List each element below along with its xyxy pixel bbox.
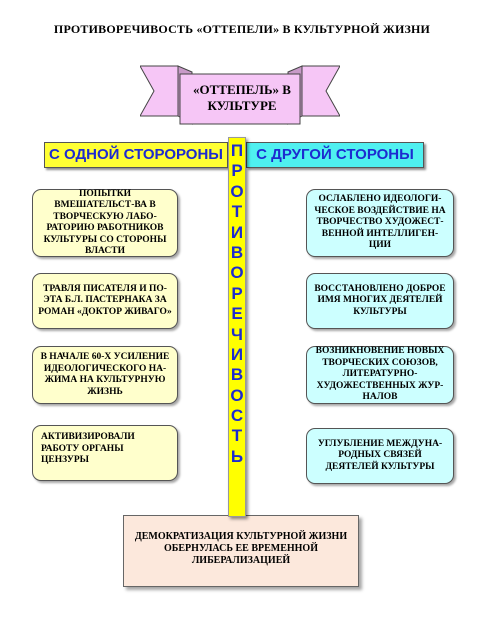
vertical-letter: С xyxy=(230,406,244,426)
vertical-letter: В xyxy=(230,242,244,262)
left-side-header: С ОДНОЙ СТОРОРОНЫ xyxy=(44,142,228,168)
vertical-letter: Т xyxy=(231,426,243,446)
vertical-letter: И xyxy=(230,344,244,364)
vertical-letter: И xyxy=(230,222,244,242)
diagram-title: ПРОТИВОРЕЧИВОСТЬ «ОТТЕПЕЛИ» В КУЛЬТУРНОЙ… xyxy=(53,22,431,36)
vertical-letter: Р xyxy=(231,161,243,181)
left-item-text: ТРАВЛЯ ПИСАТЕЛЯ И ПО-ЭТА Б.Л. ПАСТЕРНАКА… xyxy=(38,283,172,317)
left-item-text: АКТИВИЗИРОВАЛИ РАБОТУ ОРГАНЫ ЦЕНЗУРЫ xyxy=(41,432,135,465)
right-item-text: ВОЗНИКНОВЕНИЕ НОВЫХ ТВОРЧЕСКИХ СОЮЗОВ, Л… xyxy=(315,346,445,403)
left-item-box: ПОПЫТКИ ВМЕШАТЕЛЬСТ-ВА В ТВОРЧЕСКУЮ ЛАБО… xyxy=(32,189,178,257)
right-item-box: ВОССТАНОВЛЕНО ДОБРОЕ ИМЯ МНОГИХ ДЕЯТЕЛЕЙ… xyxy=(306,273,454,329)
right-side-header: С ДРУГОЙ СТОРОНЫ xyxy=(246,142,424,168)
vertical-letter: Р xyxy=(231,283,243,303)
vertical-letter: Е xyxy=(231,304,243,324)
left-item-box: ТРАВЛЯ ПИСАТЕЛЯ И ПО-ЭТА Б.Л. ПАСТЕРНАКА… xyxy=(32,273,178,329)
right-item-text: ОСЛАБЛЕНО ИДЕОЛОГИ-ЧЕСКОЕ ВОЗДЕЙСТВИЕ НА… xyxy=(314,194,446,251)
conclusion-box: ДЕМОКРАТИЗАЦИЯ КУЛЬТУРНОЙ ЖИЗНИ ОБЕРНУЛА… xyxy=(123,515,359,587)
vertical-word-bar: П Р О Т И В О Р Е Ч И В О С Т Ь xyxy=(228,137,246,517)
banner-ribbon xyxy=(140,65,340,125)
right-item-box: ВОЗНИКНОВЕНИЕ НОВЫХ ТВОРЧЕСКИХ СОЮЗОВ, Л… xyxy=(306,346,454,404)
right-item-text: УГЛУБЛЕНИЕ МЕЖДУНА-РОДНЫХ СВЯЗЕЙ ДЕЯТЕЛЕ… xyxy=(317,438,443,472)
right-item-box: УГЛУБЛЕНИЕ МЕЖДУНА-РОДНЫХ СВЯЗЕЙ ДЕЯТЕЛЕ… xyxy=(306,428,454,484)
left-item-box: АКТИВИЗИРОВАЛИ РАБОТУ ОРГАНЫ ЦЕНЗУРЫ xyxy=(32,425,178,481)
vertical-letter: В xyxy=(230,365,244,385)
vertical-letter: О xyxy=(230,181,244,201)
vertical-letter: О xyxy=(230,385,244,405)
left-item-text: В НАЧАЛЕ 60-Х УСИЛЕНИЕ ИДЕОЛОГИЧЕСКОГО Н… xyxy=(40,352,170,397)
left-item-box: В НАЧАЛЕ 60-Х УСИЛЕНИЕ ИДЕОЛОГИЧЕСКОГО Н… xyxy=(32,346,178,404)
vertical-letter: О xyxy=(230,263,244,283)
right-item-text: ВОССТАНОВЛЕНО ДОБРОЕ ИМЯ МНОГИХ ДЕЯТЕЛЕЙ… xyxy=(314,283,446,317)
banner-text: «ОТТЕПЕЛЬ» В КУЛЬТУРЕ xyxy=(193,82,291,113)
vertical-letter: Ч xyxy=(231,324,243,344)
right-item-box: ОСЛАБЛЕНО ИДЕОЛОГИ-ЧЕСКОЕ ВОЗДЕЙСТВИЕ НА… xyxy=(306,189,454,257)
vertical-letter: Ь xyxy=(230,446,244,466)
conclusion-text: ДЕМОКРАТИЗАЦИЯ КУЛЬТУРНОЙ ЖИЗНИ ОБЕРНУЛА… xyxy=(134,531,348,566)
left-item-text: ПОПЫТКИ ВМЕШАТЕЛЬСТ-ВА В ТВОРЧЕСКУЮ ЛАБО… xyxy=(43,188,167,257)
vertical-letter: П xyxy=(230,141,244,160)
vertical-letter: Т xyxy=(231,202,243,222)
